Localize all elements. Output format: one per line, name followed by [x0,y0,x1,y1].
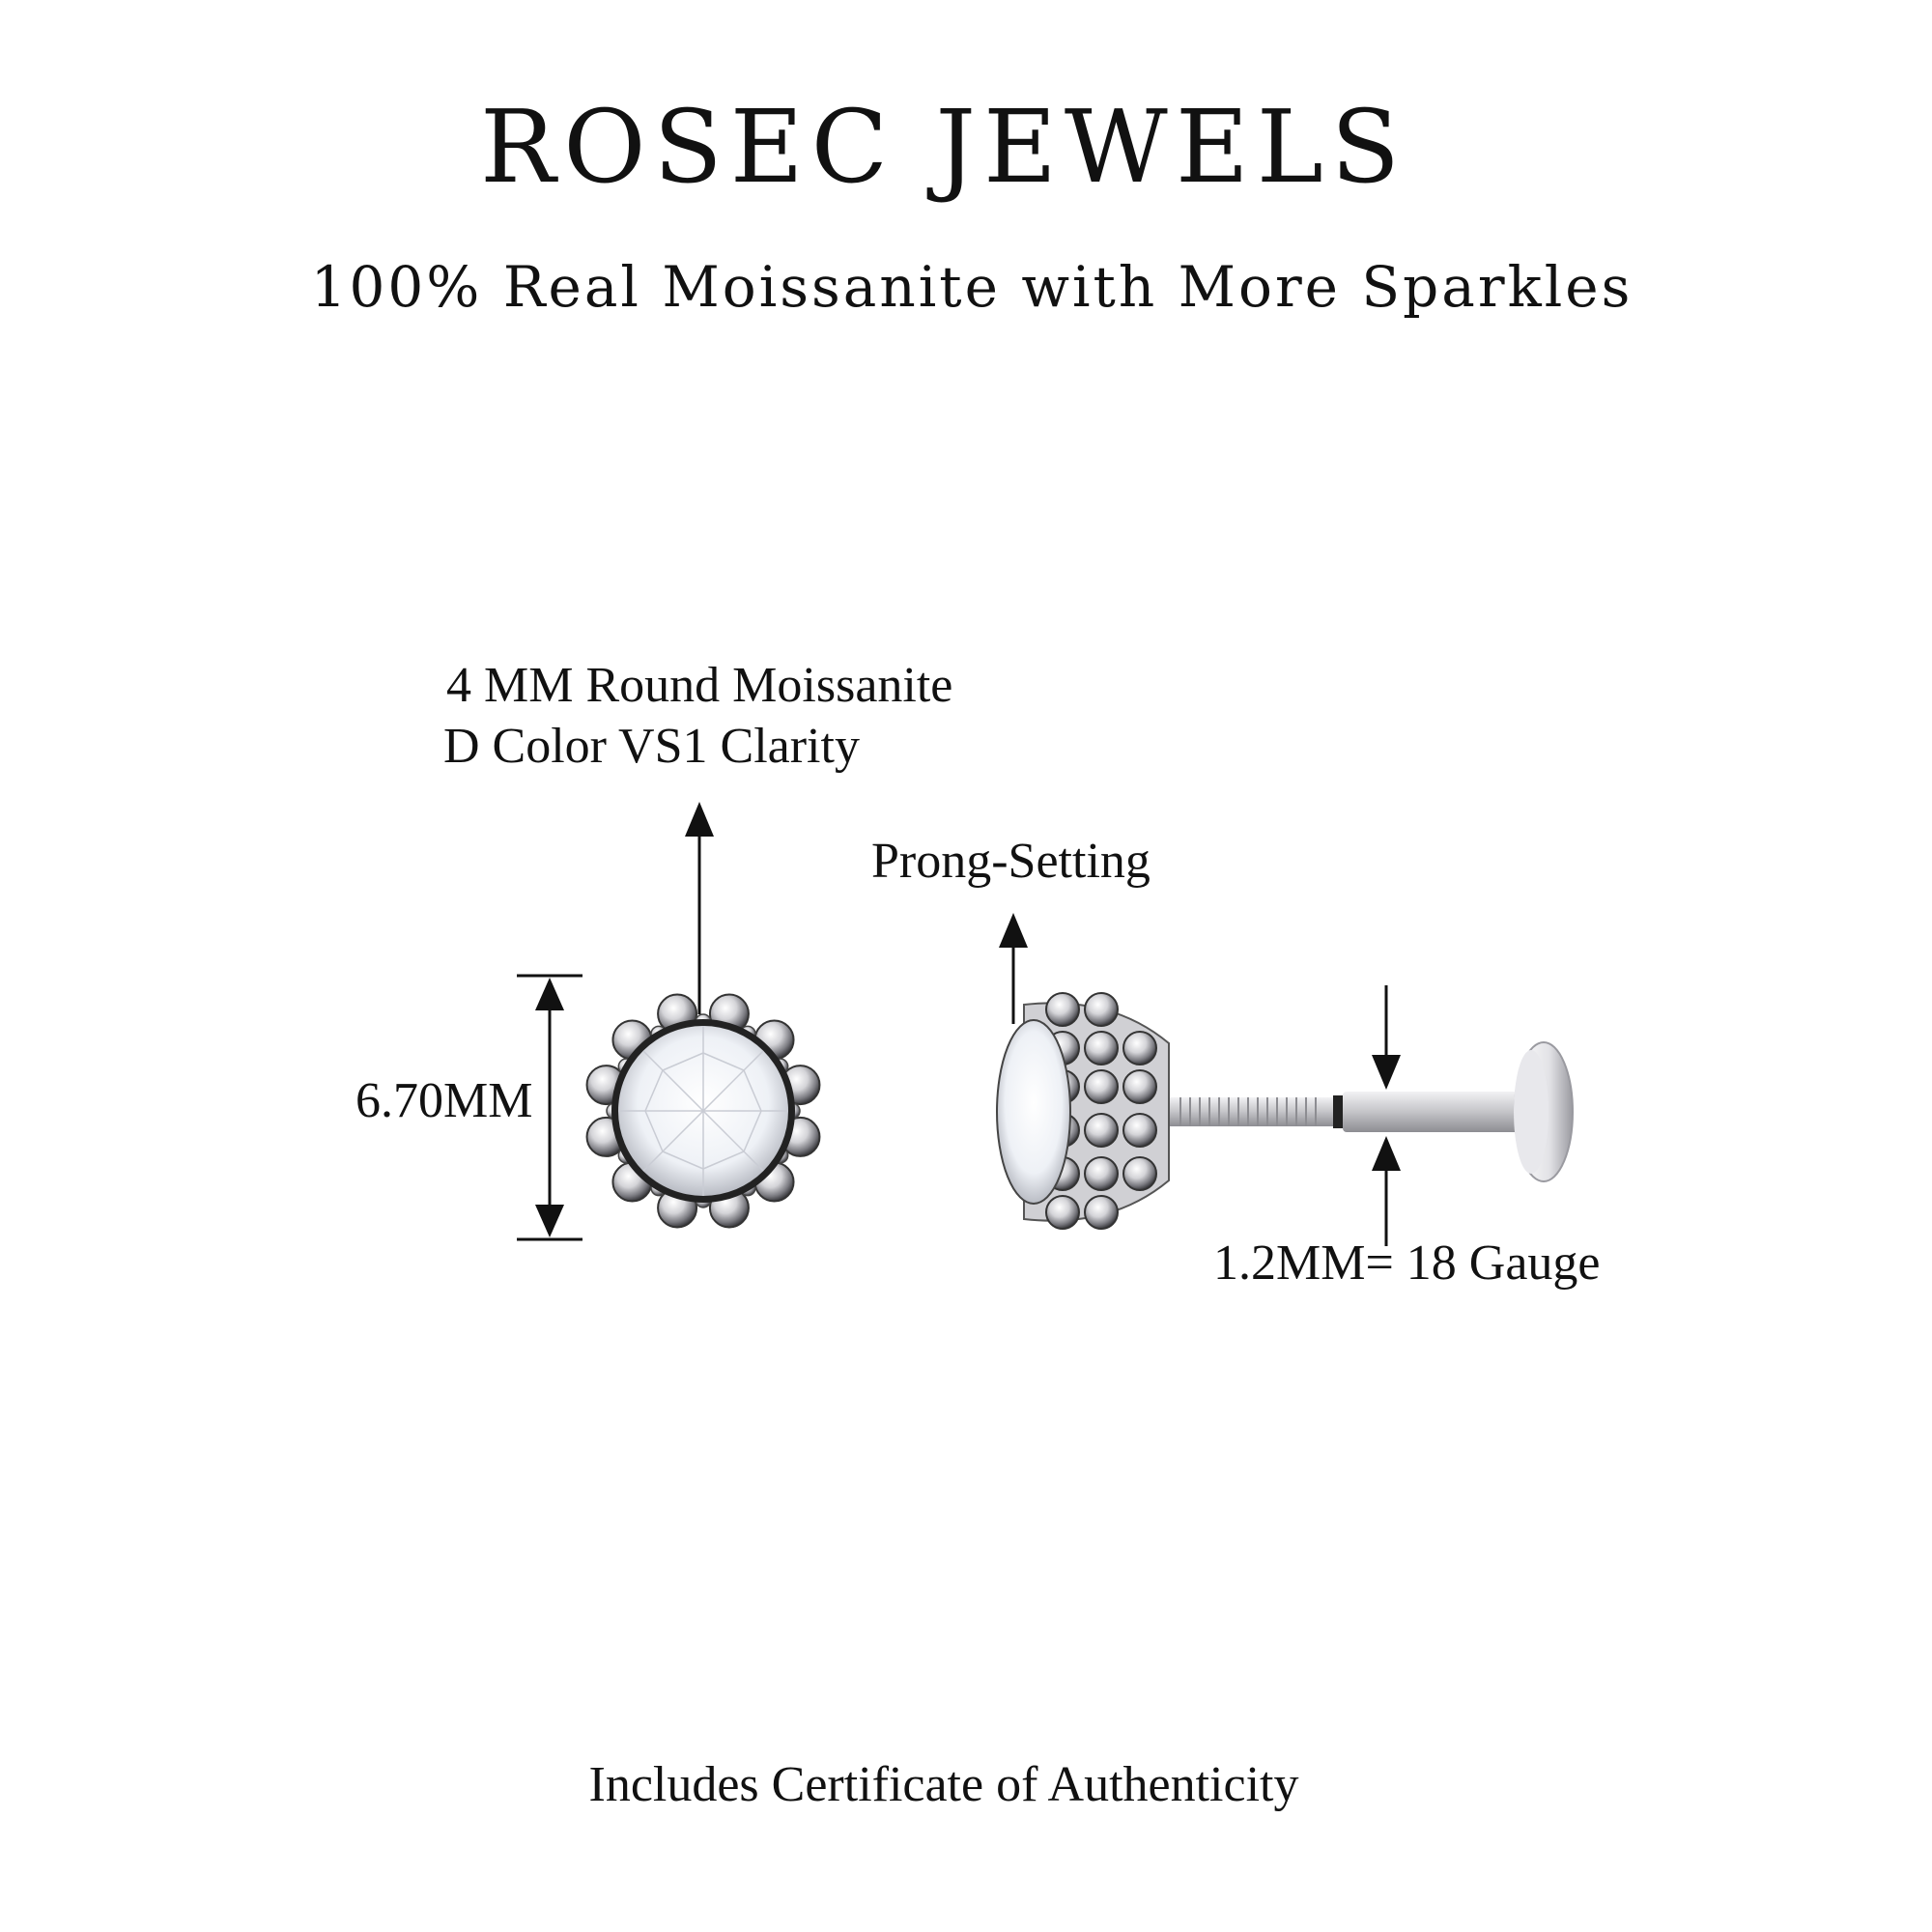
brand-title: ROSEC JEWELS [479,88,1408,206]
height-arrow-head-up [535,978,564,1010]
moissanite-stone-side [996,1019,1071,1205]
post-collar [1333,1095,1343,1128]
threaded-post [1169,1097,1333,1126]
certificate-note: Includes Certificate of Authenticity [588,1757,1299,1812]
gauge-arrow-top-head [1372,1055,1401,1090]
side-halo-bead [1122,1069,1157,1104]
disc-face [1514,1050,1548,1174]
prong-setting-label: Prong-Setting [871,834,1151,889]
side-halo-bead [1084,992,1119,1027]
side-view-earring [996,992,1574,1230]
gauge-arrow-bottom-head [1372,1136,1401,1171]
post-threads [1179,1097,1317,1126]
stone-size-label: 4 MM Round Moissanite [446,658,953,713]
height-dimension-label: 6.70MM [355,1073,533,1128]
stone-facets [618,1026,788,1196]
height-dimension-arrow [517,974,582,1241]
side-halo-bead [1122,1156,1157,1191]
side-halo-bead [1122,1031,1157,1065]
gauge-dimension-label: 1.2MM= 18 Gauge [1213,1236,1601,1291]
side-halo-bead [1084,1156,1119,1191]
tagline: 100% Real Moissanite with More Sparkles [310,254,1634,320]
stone-quality-label: D Color VS1 Clarity [443,719,860,774]
stone-callout-arrow-head [685,802,714,837]
side-halo-bead [1084,1031,1119,1065]
side-halo-bead [1084,1113,1119,1148]
side-halo-bead [1122,1113,1157,1148]
side-halo-bead [1045,992,1080,1027]
prong-callout-arrow-head [999,913,1028,948]
side-halo-bead [1045,1195,1080,1230]
side-halo-bead [1084,1069,1119,1104]
height-arrow-head-down [535,1205,564,1237]
front-view-earring [585,993,821,1229]
labret-shaft [1343,1092,1519,1132]
side-halo-bead [1084,1195,1119,1230]
